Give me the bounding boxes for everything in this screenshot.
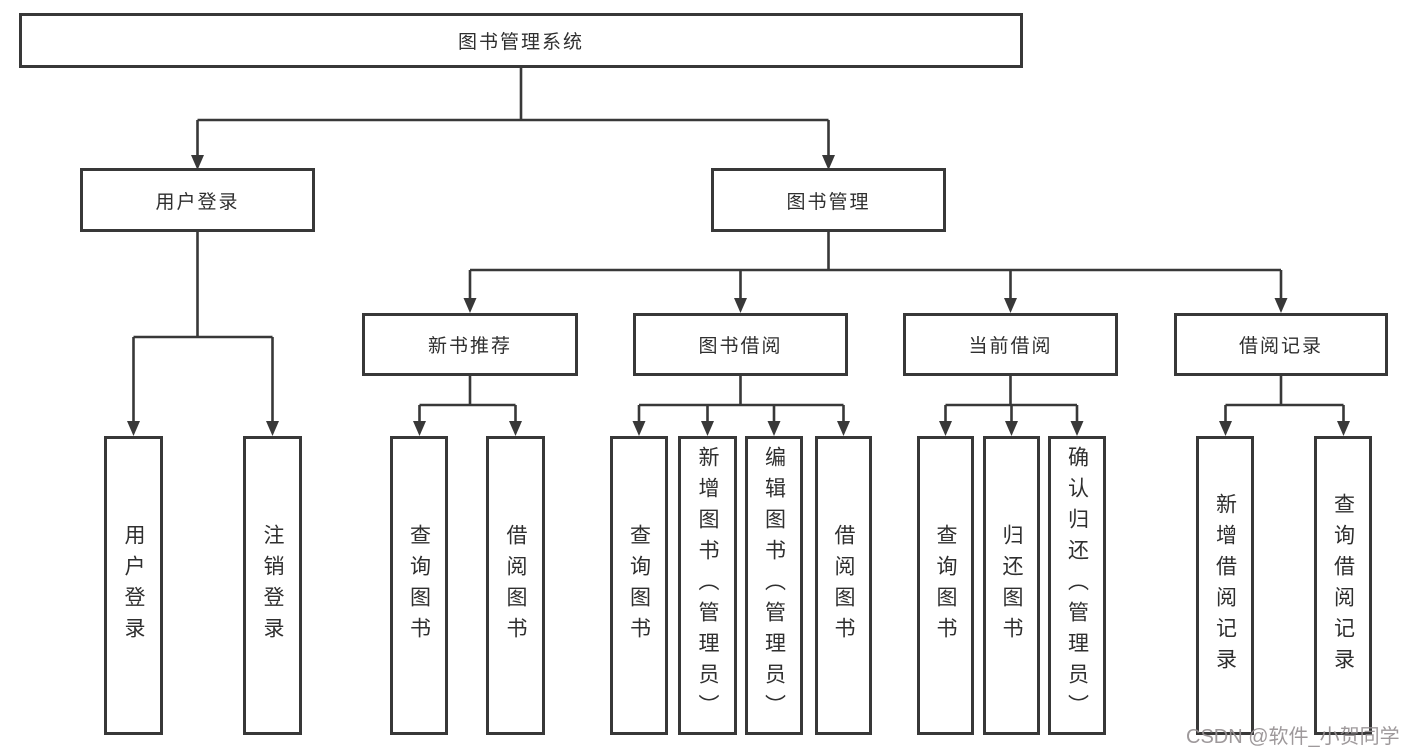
edges-book-management [463,232,1288,313]
leaf-confirm-return-admin: 确认归还（管理员） [1048,436,1106,735]
leaf-label: 用户登录 [122,523,146,648]
node-label: 图书管理 [786,191,871,213]
node-label: 图书管理系统 [457,32,584,53]
leaf-label: 查询图书 [407,523,431,648]
edges-book-borrowing [632,376,850,436]
node-label: 借阅记录 [1238,336,1323,357]
node-borrowing-records: 借阅记录 [1174,313,1388,376]
leaf-label: 新增图书（管理员） [696,446,720,725]
leaf-user-login: 用户登录 [104,436,163,735]
leaf-query-books-recommend: 查询图书 [390,436,448,735]
watermark: CSDN @软件_小贺同学 [1186,726,1400,747]
leaf-edit-books-admin: 编辑图书（管理员） [745,436,803,735]
edges-borrowing-records [1219,376,1350,436]
edges-new-book-recommendation [413,376,522,436]
leaf-label: 确认归还（管理员） [1065,446,1089,725]
node-user-login: 用户登录 [80,168,315,232]
leaf-label: 借阅图书 [832,523,856,648]
leaf-borrow-books-recommend: 借阅图书 [486,436,545,735]
node-label: 图书借阅 [698,336,783,357]
leaf-label: 注销登录 [261,523,285,648]
leaf-label: 查询图书 [627,523,651,648]
node-new-book-recommendation: 新书推荐 [362,313,578,376]
leaf-label: 归还图书 [1000,523,1024,648]
edges-user-login [127,232,279,436]
node-book-management: 图书管理 [711,168,946,232]
leaf-label: 借阅图书 [504,523,528,648]
leaf-add-books-admin: 新增图书（管理员） [678,436,737,735]
node-library-management-system: 图书管理系统 [19,13,1023,68]
leaf-borrow-books-borrowing: 借阅图书 [815,436,872,735]
leaf-logout: 注销登录 [243,436,302,735]
node-label: 新书推荐 [427,336,512,357]
node-current-borrowing: 当前借阅 [903,313,1118,376]
leaf-query-borrow-record: 查询借阅记录 [1314,436,1372,735]
node-label: 当前借阅 [968,336,1053,357]
leaf-add-borrow-record: 新增借阅记录 [1196,436,1254,735]
leaf-return-books: 归还图书 [983,436,1040,735]
node-label: 用户登录 [155,191,240,213]
leaf-label: 查询图书 [934,523,958,648]
leaf-label: 查询借阅记录 [1331,492,1355,679]
edges-root [191,68,835,170]
leaf-query-books-current: 查询图书 [917,436,974,735]
leaf-label: 编辑图书（管理员） [762,446,786,725]
edges-current-borrowing [939,376,1084,436]
node-book-borrowing: 图书借阅 [633,313,848,376]
leaf-query-books-borrowing: 查询图书 [610,436,668,735]
leaf-label: 新增借阅记录 [1213,492,1237,679]
